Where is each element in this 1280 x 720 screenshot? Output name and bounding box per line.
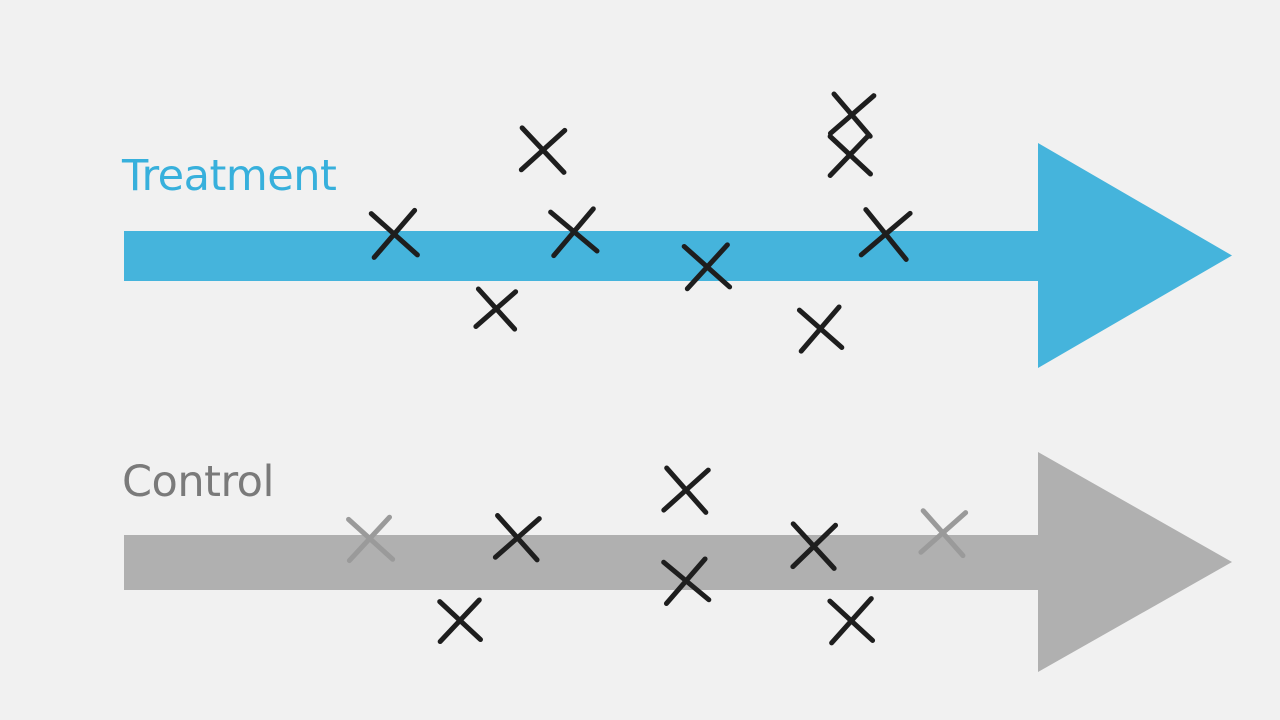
observation-x-mark [824, 129, 876, 181]
control-label: Control [122, 461, 274, 504]
observation-x-mark [434, 595, 486, 647]
observation-x-mark [365, 205, 423, 263]
observation-x-mark [516, 123, 570, 177]
treatment-label: Treatment [122, 155, 336, 198]
control-arrow-shape [124, 452, 1232, 672]
observation-x-mark [471, 284, 521, 334]
observation-x-mark [680, 240, 735, 295]
observation-x-mark [793, 302, 846, 355]
observation-x-mark [825, 88, 878, 141]
observation-x-mark [916, 506, 971, 561]
observation-x-mark [787, 519, 841, 573]
observation-x-mark [855, 204, 915, 264]
observation-x-mark [658, 553, 714, 609]
observation-x-mark [824, 593, 878, 647]
observation-x-mark [490, 511, 545, 566]
observation-x-mark [544, 202, 601, 259]
observation-x-mark [658, 462, 714, 518]
observation-x-mark [343, 512, 398, 567]
